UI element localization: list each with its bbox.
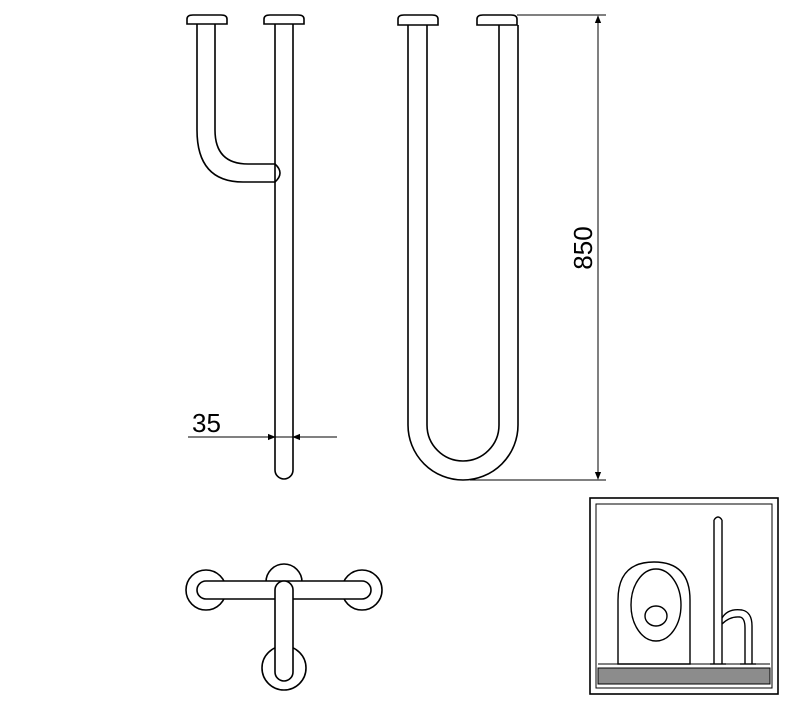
height-label: 850 [568,226,598,269]
front-plate-right [476,14,518,26]
u-tube [407,25,519,481]
bent-support-arm [196,24,275,183]
straight-tube [274,24,294,480]
toilet [617,561,691,665]
side-view [186,14,305,480]
inset-view [589,497,779,695]
front-view [397,14,519,481]
diameter-label: 35 [192,408,221,438]
wall-plate-left [186,14,228,25]
top-view [185,563,383,691]
floor [597,667,771,685]
front-plate-left [397,14,439,26]
wall-plate-right [263,14,305,25]
height-dimension [470,14,606,481]
top-vertical-bar [274,580,294,682]
inset-grab-bar [710,516,756,665]
